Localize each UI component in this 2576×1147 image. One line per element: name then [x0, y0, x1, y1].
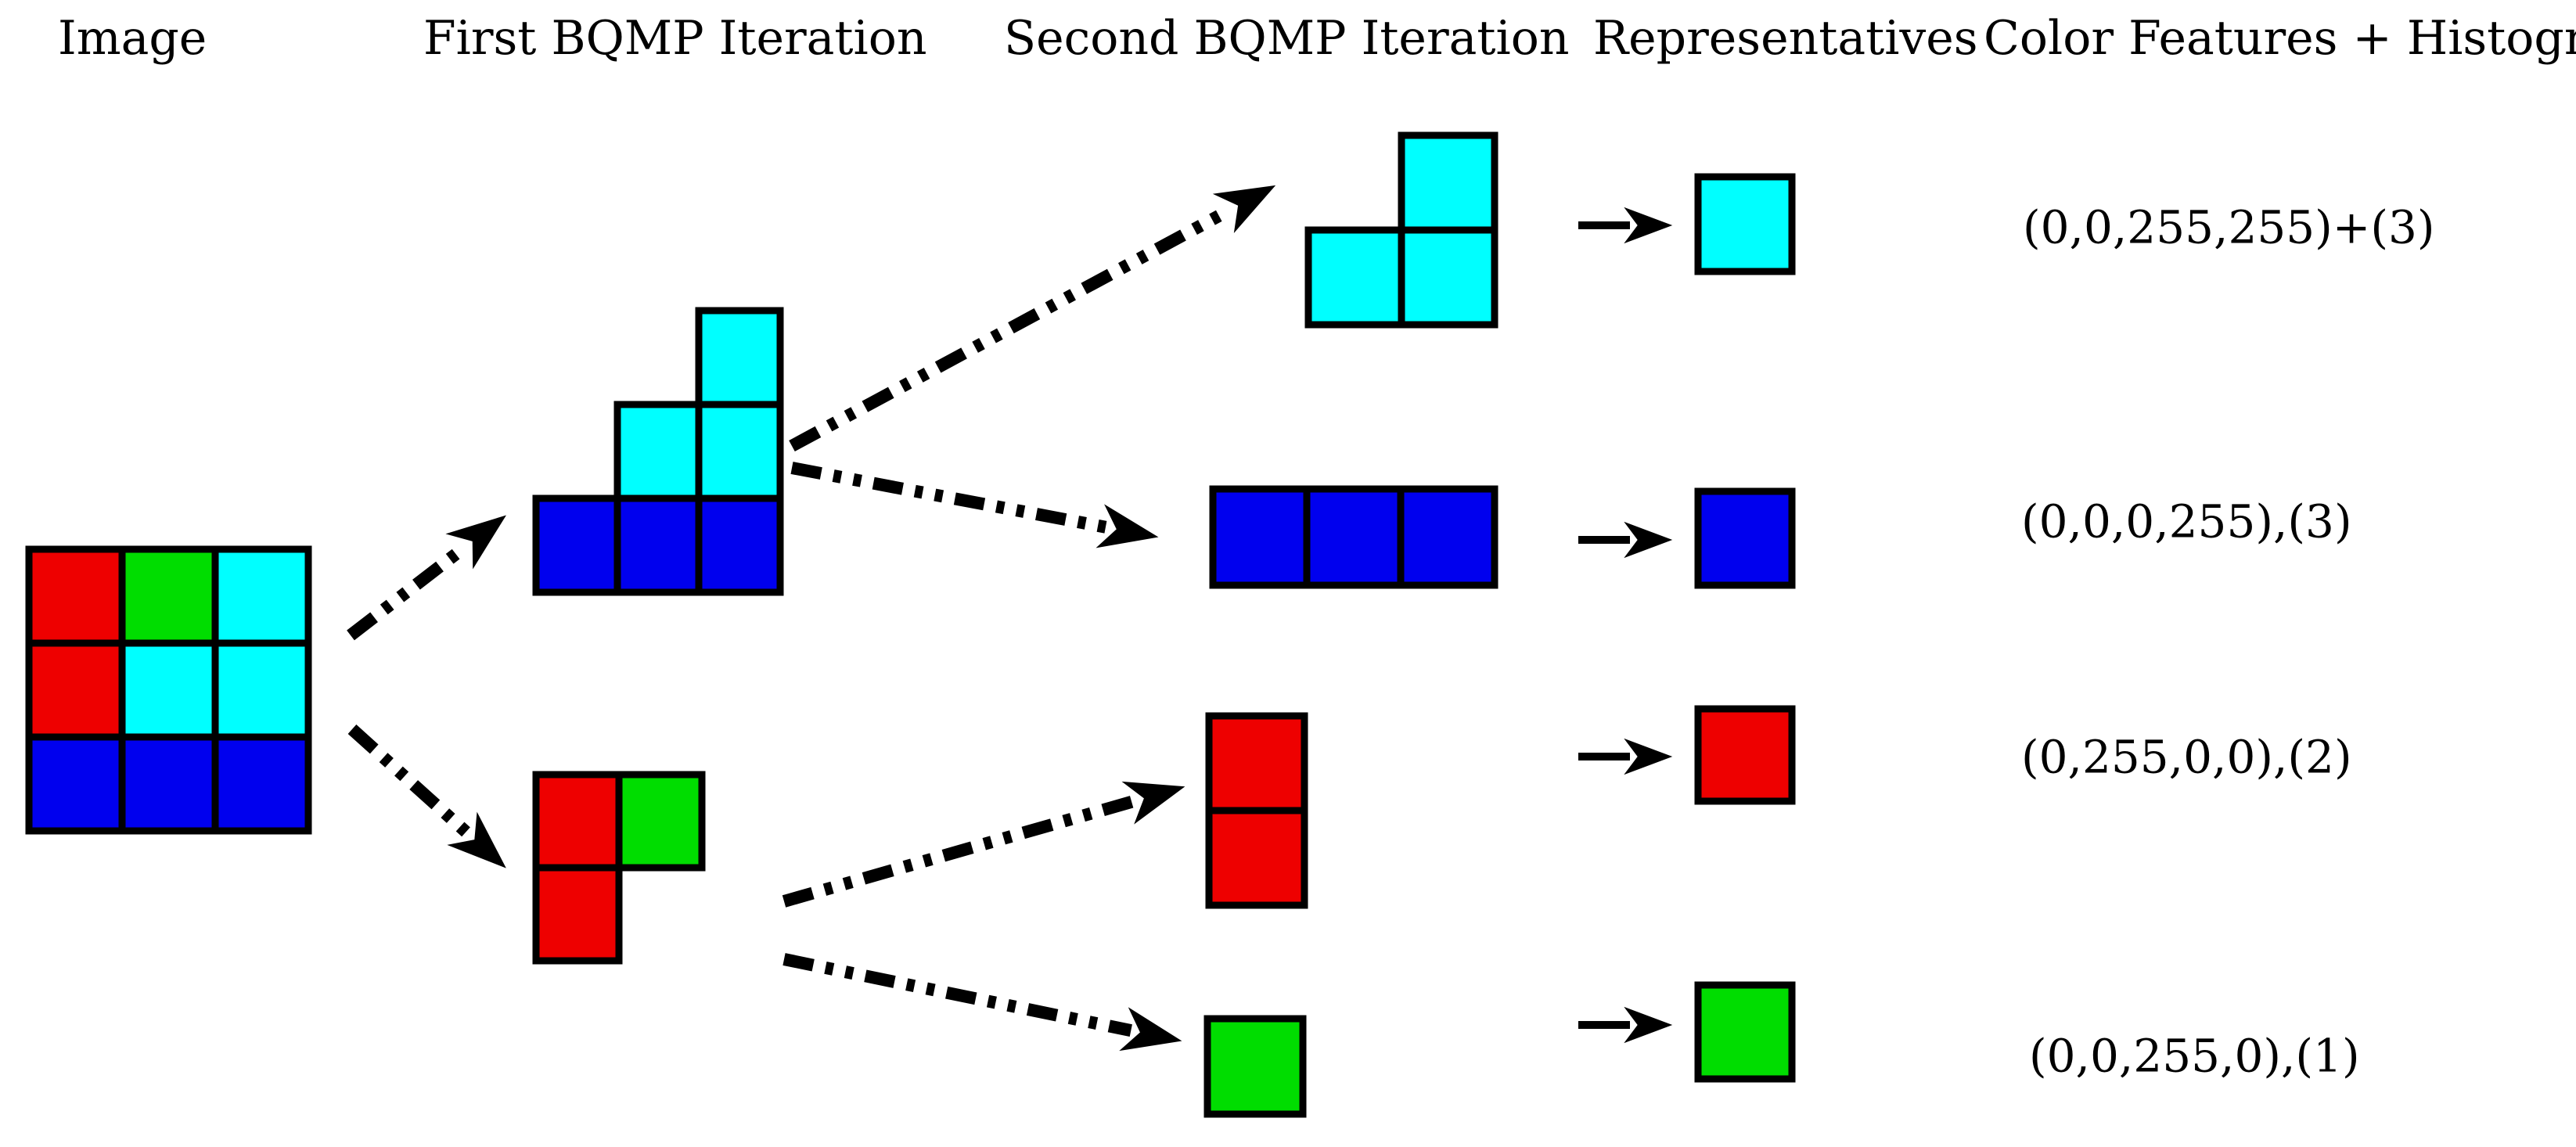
arrow-staircase-to-blue-block: [790, 462, 1159, 548]
arrow-image-to-bottom-block: [347, 725, 506, 868]
iter1-staircase-block-cell-cyan: [695, 401, 784, 502]
iter2-red-block-cell-red: [1205, 712, 1308, 814]
feature-label-blue: (0,0,0,255),(3): [2021, 494, 2352, 548]
column-header-color-features: Color Features + Histogram: [1984, 11, 2576, 66]
source-image-grid-cell-red: [25, 545, 126, 647]
iter1-redgreen-block-cell-red: [532, 864, 623, 965]
representative-blue-cell-blue: [1694, 487, 1796, 589]
source-image-grid-cell-cyan: [211, 639, 312, 741]
iter1-redgreen-block-cell-red: [532, 771, 623, 872]
iter2-green-block-cell-green: [1203, 1015, 1307, 1118]
iter1-staircase-block-cell-blue: [695, 494, 784, 596]
column-header-image: Image: [58, 11, 207, 66]
iter2-blue-block-cell-blue: [1303, 485, 1405, 589]
iter1-staircase-block-cell-blue: [532, 494, 621, 596]
iter2-cyan-block-cell-cyan: [1304, 226, 1405, 329]
feature-label-cyan: (0,0,255,255)+(3): [2023, 200, 2435, 254]
source-image-grid-cell-red: [25, 639, 126, 741]
arrow-lblock-to-red-block: [782, 781, 1185, 908]
source-image-grid-cell-blue: [25, 733, 126, 835]
representative-cyan-cell-cyan: [1694, 173, 1796, 275]
source-image-grid-cell-blue: [211, 733, 312, 835]
column-header-representatives: Representatives: [1593, 11, 1978, 66]
source-image-grid-cell-cyan: [118, 639, 219, 741]
arrow-lblock-to-green-block: [783, 953, 1182, 1052]
iter1-staircase-block-cell-cyan: [695, 307, 784, 408]
source-image-grid-cell-green: [118, 545, 219, 647]
source-image-grid-cell-cyan: [211, 545, 312, 647]
iter1-staircase-block-cell-cyan: [613, 401, 703, 502]
iter2-red-block-cell-red: [1205, 807, 1308, 909]
column-header-first-iteration: First BQMP Iteration: [423, 11, 927, 66]
iter1-redgreen-block-cell-green: [615, 771, 706, 872]
arrow-staircase-to-cyan-block: [789, 185, 1276, 452]
iter2-cyan-block-cell-cyan: [1398, 226, 1498, 329]
source-image-grid-cell-blue: [118, 733, 219, 835]
feature-label-red: (0,255,0,0),(2): [2021, 730, 2352, 784]
iter2-blue-block-cell-blue: [1397, 485, 1498, 589]
column-header-second-iteration: Second BQMP Iteration: [1004, 11, 1570, 66]
iter1-staircase-block-cell-blue: [613, 494, 703, 596]
representative-red-cell-red: [1694, 705, 1796, 805]
representative-green-cell-green: [1694, 981, 1796, 1083]
feature-label-green: (0,0,255,0),(1): [2029, 1029, 2360, 1083]
iter2-cyan-block-cell-cyan: [1398, 131, 1498, 234]
arrow-image-to-top-block: [347, 515, 506, 641]
iter2-blue-block-cell-blue: [1209, 485, 1311, 589]
